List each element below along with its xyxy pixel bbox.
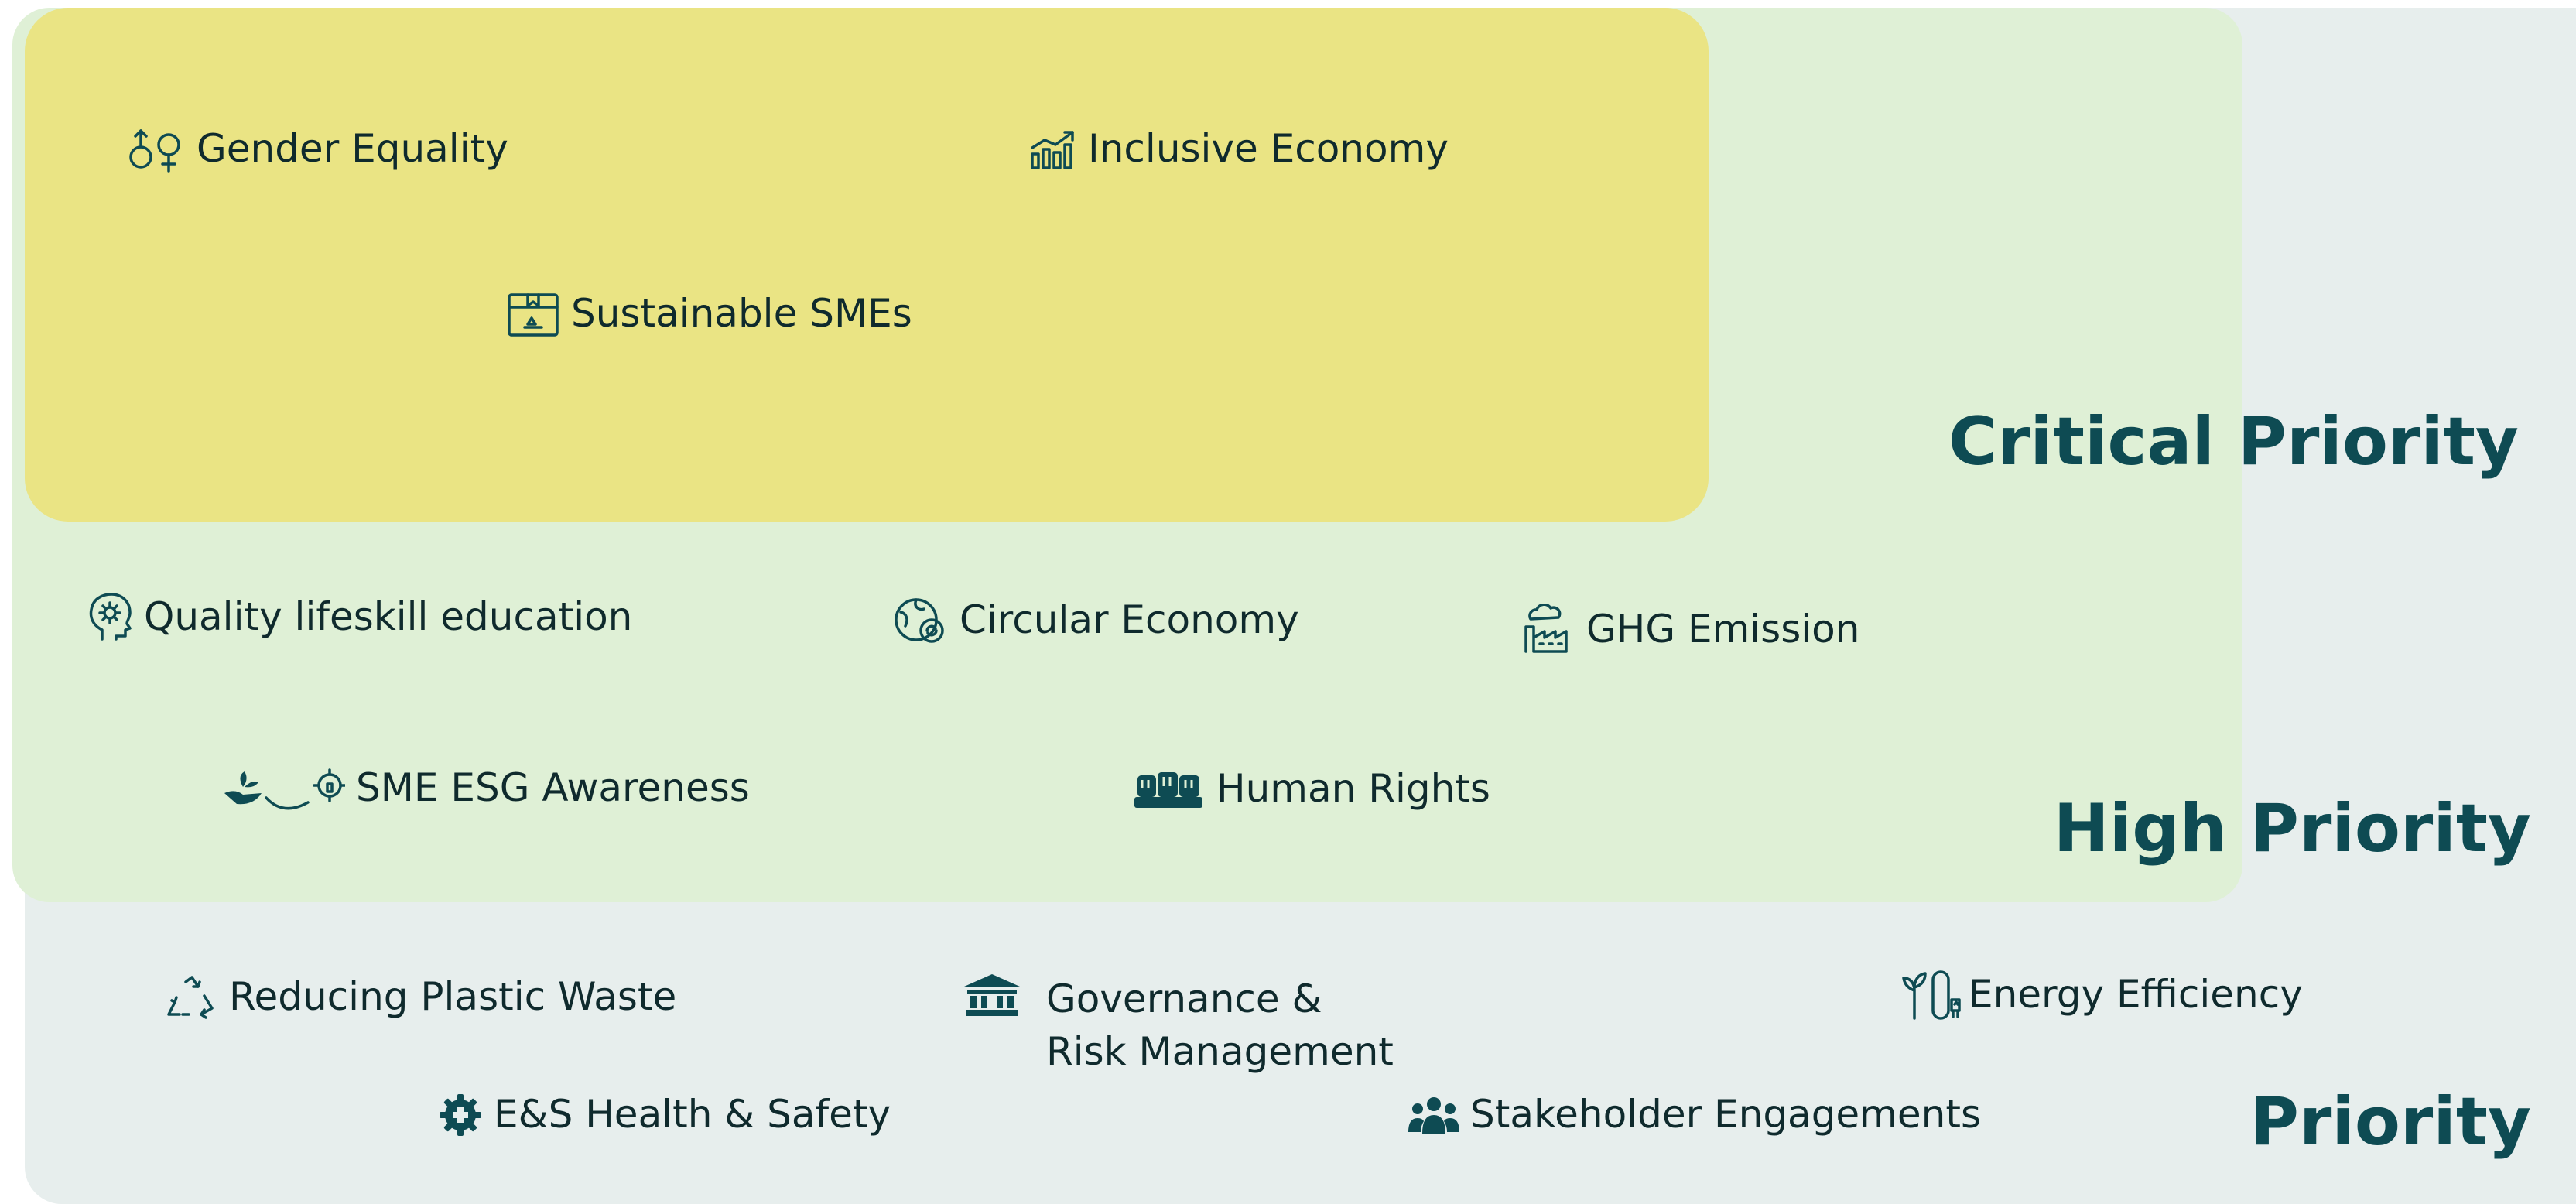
priority-title: Priority [2249, 1083, 2531, 1161]
high-priority-title: High Priority [2053, 790, 2531, 867]
critical-priority-title: Critical Priority [1948, 403, 2519, 481]
plant-hand-gear-icon [221, 762, 345, 813]
item-label: Circular Economy [960, 597, 1299, 642]
item-inclusive-economy: Inclusive Economy [1029, 124, 1449, 174]
item-es-health-safety: E&S Health & Safety [438, 1089, 891, 1140]
item-sme-esg-awareness: SME ESG Awareness [221, 762, 750, 813]
item-gender-equality: Gender Equality [125, 124, 508, 174]
item-ghg-emission: GHG Emission [1523, 604, 1859, 655]
raised-fists-icon [1131, 768, 1206, 811]
recycle-box-icon [506, 290, 560, 338]
gear-cross-icon [438, 1093, 483, 1137]
item-label: Energy Efficiency [1969, 971, 2303, 1017]
recycle-icon [164, 974, 218, 1021]
item-label: Human Rights [1216, 766, 1490, 811]
item-label: Stakeholder Engagements [1470, 1092, 1982, 1137]
item-label: GHG Emission [1586, 606, 1860, 652]
item-stakeholder-engagements: Stakeholder Engagements [1408, 1089, 1981, 1140]
item-sustainable-smes: Sustainable SMEs [506, 289, 912, 339]
item-reducing-plastic-waste: Reducing Plastic Waste [164, 972, 676, 1022]
gender-icon [125, 126, 186, 173]
head-gear-icon [87, 591, 133, 642]
item-quality-lifeskill-education: Quality lifeskill education [87, 591, 632, 642]
item-label: Reducing Plastic Waste [229, 974, 677, 1019]
item-label: SME ESG Awareness [356, 764, 750, 810]
people-group-icon [1408, 1095, 1459, 1135]
item-label: E&S Health & Safety [494, 1092, 891, 1137]
item-label: Inclusive Economy [1088, 126, 1449, 171]
item-energy-efficiency: Energy Efficiency [1899, 967, 2303, 1021]
item-label: Gender Equality [197, 126, 508, 171]
item-circular-economy: Circular Economy [893, 595, 1299, 645]
item-governance-risk-management: Governance & Risk Management [963, 973, 1410, 1078]
bank-icon [963, 973, 1021, 1018]
globe-recycle-icon [893, 597, 949, 645]
factory-co2-icon [1523, 604, 1575, 655]
item-human-rights: Human Rights [1131, 764, 1490, 814]
item-label: Governance & Risk Management [1046, 977, 1394, 1074]
growth-chart-icon [1029, 129, 1077, 169]
item-label: Quality lifeskill education [144, 593, 633, 639]
item-label: Sustainable SMEs [571, 291, 912, 336]
critical-priority-zone [25, 8, 1709, 522]
plant-plug-icon [1899, 967, 1962, 1021]
